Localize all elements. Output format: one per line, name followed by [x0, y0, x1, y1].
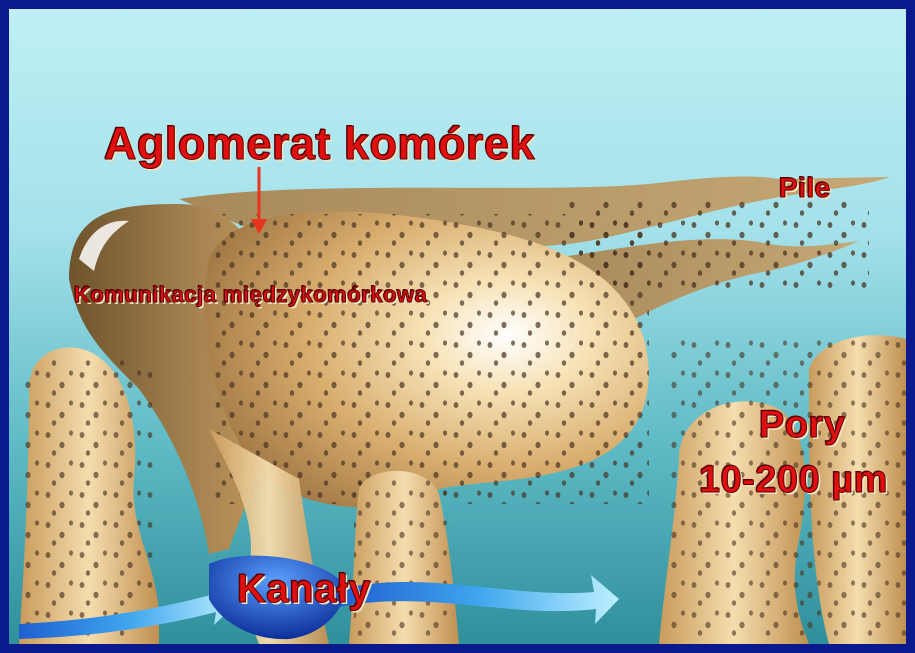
title-label: Aglomerat komórek — [104, 121, 535, 166]
scaffold-illustration — [9, 9, 906, 644]
channels-label: Kanały — [237, 569, 371, 609]
communication-label: Komunikacja międzykomórkowa — [74, 284, 427, 306]
pore-size-label: 10-200 µm — [699, 461, 888, 499]
pores-label: Pory — [759, 406, 845, 444]
pile-label: Pile — [779, 174, 831, 202]
